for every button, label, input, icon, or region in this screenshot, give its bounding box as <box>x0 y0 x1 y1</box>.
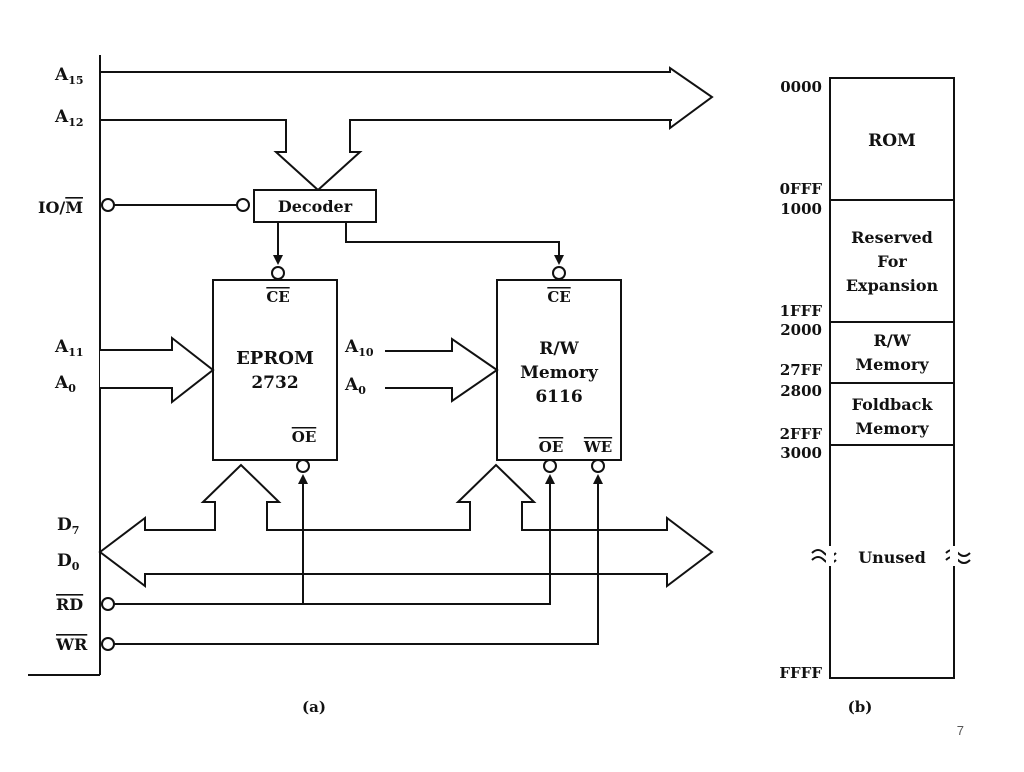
region-foldback-2: Memory <box>855 419 929 438</box>
label-a10: A10 <box>344 337 374 359</box>
label-a12: A12 <box>54 107 84 129</box>
decoder-eprom-arrowhead <box>273 255 283 265</box>
ram-address-arrow <box>385 337 499 403</box>
decoder-in-bubble <box>236 198 250 212</box>
addr-1000: 1000 <box>780 200 822 218</box>
label-d7: D7 <box>57 515 79 537</box>
eprom-ce-label: CE <box>266 288 289 306</box>
addr-2fff: 2FFF <box>780 425 823 443</box>
rd-eprom-arrowhead <box>298 474 308 484</box>
label-wr: WR <box>55 635 88 654</box>
addr-0000: 0000 <box>780 78 822 96</box>
addr-0fff: 0FFF <box>780 180 823 198</box>
ram-ce-label: CE <box>547 288 570 306</box>
memory-map-box <box>829 77 955 679</box>
label-d0: D0 <box>57 551 80 573</box>
ram-we-bubble <box>591 459 605 473</box>
data-bus-arrow <box>98 463 714 589</box>
rd-line <box>114 482 551 605</box>
eprom-ce-bubble <box>271 266 285 280</box>
addr-2800: 2800 <box>780 382 822 400</box>
rd-bubble <box>101 597 115 611</box>
wr-ram-arrowhead <box>593 474 603 484</box>
eprom-address-arrow <box>100 335 215 405</box>
addr-3000: 3000 <box>780 444 822 462</box>
ram-oe-bubble <box>543 459 557 473</box>
caption-a: (a) <box>302 698 326 716</box>
slide-number: 7 <box>956 723 964 738</box>
region-reserved-3: Expansion <box>846 276 939 295</box>
eprom-part: 2732 <box>251 373 298 393</box>
label-a0-left: A0 <box>54 373 76 395</box>
address-bus-arrow <box>99 66 714 192</box>
label-io-m: IO/M <box>38 198 83 217</box>
region-rw-1: R/W <box>873 331 911 350</box>
addr-2000: 2000 <box>780 321 822 339</box>
eprom-box <box>212 279 338 461</box>
label-a0-mid: A0 <box>344 375 366 397</box>
label-a11: A11 <box>54 337 84 359</box>
break-gap-right <box>950 546 958 566</box>
region-rom: ROM <box>868 131 916 151</box>
region-unused: Unused <box>858 548 926 567</box>
wr-line <box>114 482 599 645</box>
eprom-oe-bubble <box>296 459 310 473</box>
eprom-name: EPROM <box>236 348 314 369</box>
region-rw-2: Memory <box>855 355 929 374</box>
ram-part: 6116 <box>535 387 582 407</box>
decoder-to-ram <box>345 222 560 258</box>
addr-1fff: 1FFF <box>780 302 823 320</box>
region-foldback-1: Foldback <box>852 395 934 414</box>
label-a15: A15 <box>54 65 84 87</box>
region-reserved-1: Reserved <box>851 228 933 247</box>
decoder-ram-arrowhead <box>554 255 564 265</box>
addr-ffff: FFFF <box>779 664 822 682</box>
decoder-box <box>253 189 377 223</box>
decoder-label: Decoder <box>278 197 353 216</box>
ram-name-2: Memory <box>520 363 599 383</box>
rd-ram-arrowhead <box>545 474 555 484</box>
io-m-bubble <box>101 198 115 212</box>
addr-27ff: 27FF <box>780 361 823 379</box>
region-reserved-2: For <box>877 252 907 271</box>
wr-bubble <box>101 637 115 651</box>
label-rd: RD <box>56 595 83 614</box>
caption-b: (b) <box>848 698 873 716</box>
ram-oe-label: OE <box>539 438 564 456</box>
ram-we-label: WE <box>583 438 612 456</box>
eprom-oe-label: OE <box>292 428 317 446</box>
ram-name-1: R/W <box>539 339 579 359</box>
ram-ce-bubble <box>552 266 566 280</box>
break-gap-left <box>826 546 834 566</box>
